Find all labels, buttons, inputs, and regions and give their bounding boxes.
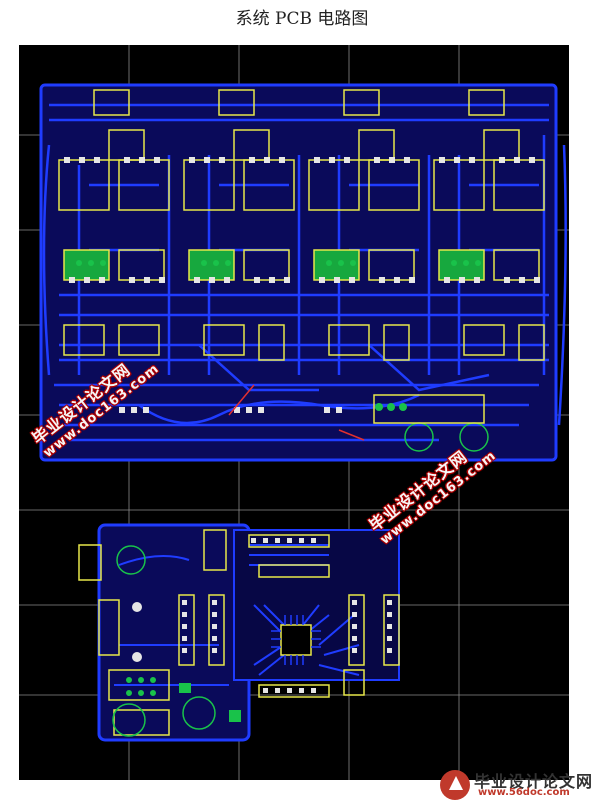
pcb-drawing (19, 45, 569, 780)
logo-site: www.56doc.com (478, 787, 570, 798)
logo-name: 毕业设计论文网 (474, 772, 594, 791)
page-title: 系统 PCB 电路图 (235, 9, 369, 29)
vias-upper (76, 260, 481, 411)
site-logo: 毕业设计论文网 www.56doc.com (440, 766, 604, 803)
qfp-chip (271, 615, 321, 665)
logo-badge-icon (440, 770, 470, 800)
lower-transistor-outlines (112, 545, 216, 737)
upper-board (39, 83, 567, 462)
pcb-layout-image (19, 45, 569, 780)
lower-board (78, 523, 400, 742)
vias-lower (126, 677, 241, 722)
connector-outlines (78, 529, 400, 736)
pads-lower (132, 538, 392, 693)
pads-upper (64, 157, 540, 413)
